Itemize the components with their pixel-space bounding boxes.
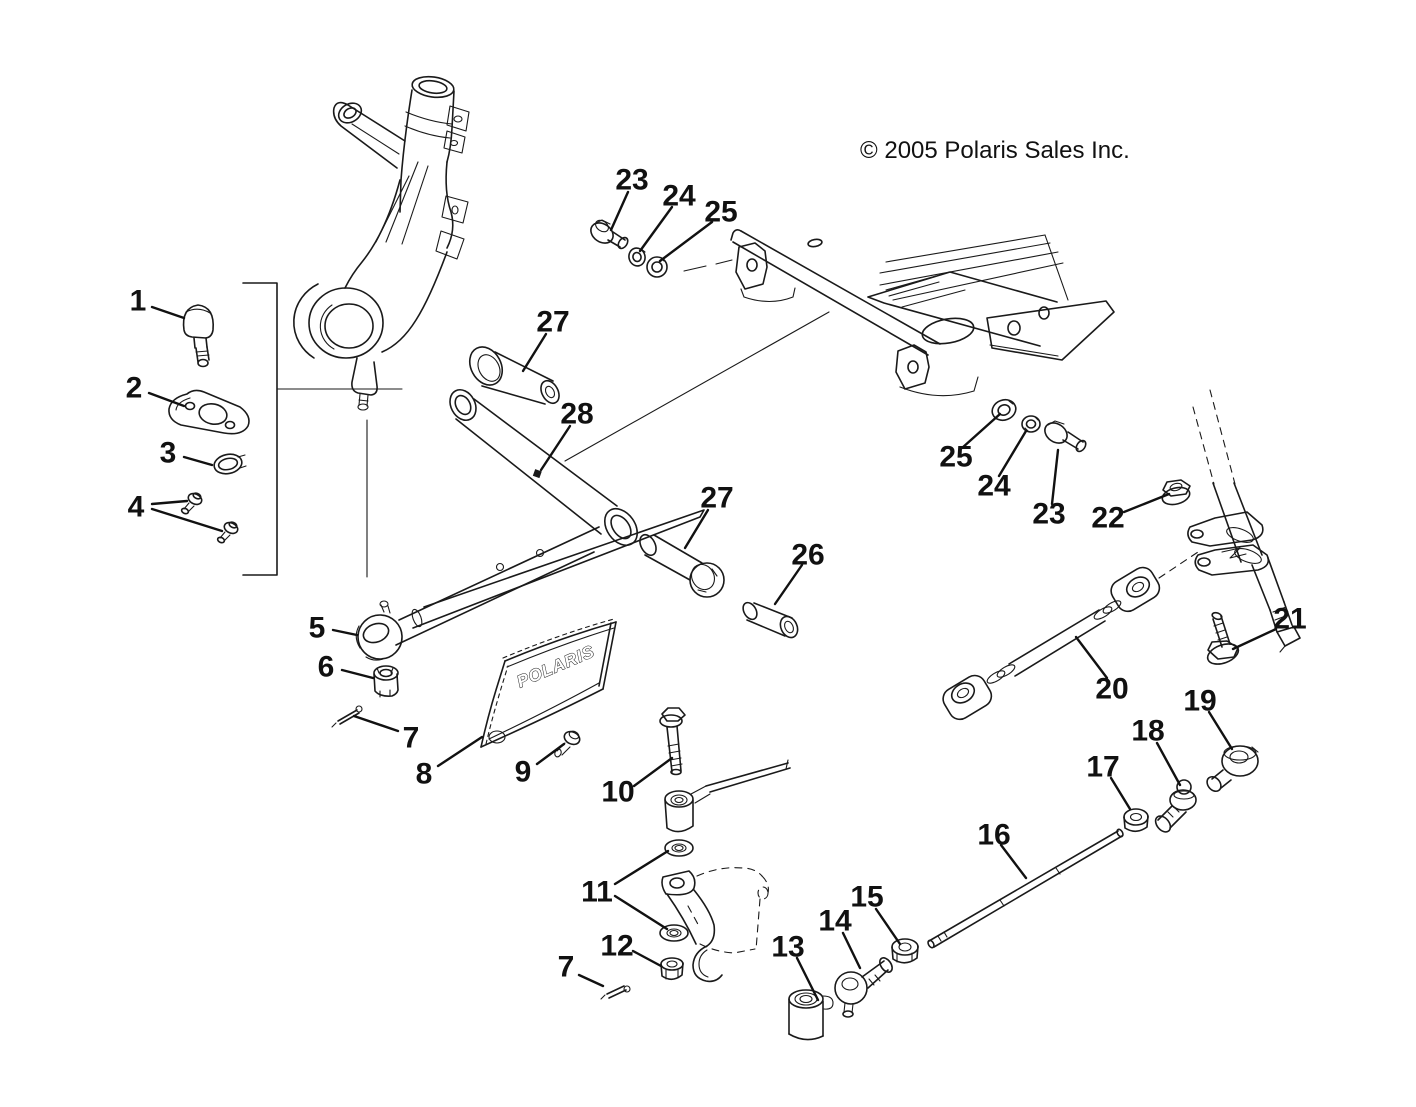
leader-line-17	[1109, 776, 1132, 811]
callout-label-23: 23	[615, 164, 648, 197]
leader-line-4	[150, 499, 189, 506]
leader-line-26	[773, 563, 804, 606]
leader-line-5	[331, 628, 359, 637]
frame-bolt-washers-right	[991, 398, 1191, 506]
drag-link-drawing	[942, 566, 1240, 721]
callout-label-1: 1	[130, 285, 147, 318]
frame-cross-member	[730, 229, 1115, 397]
callout-label-24: 24	[662, 180, 696, 213]
leader-line-27	[683, 508, 710, 550]
callout-label-21: 21	[1273, 603, 1306, 636]
leader-line-9	[535, 742, 566, 766]
copyright-text: © 2005 Polaris Sales Inc.	[860, 137, 1130, 164]
leader-line-7	[577, 973, 605, 988]
idler-mount-drawing	[600, 707, 791, 1000]
callout-label-23: 23	[1032, 498, 1065, 531]
callout-label-5: 5	[309, 612, 326, 645]
callout-label-3: 3	[160, 437, 177, 470]
steering-column-drawing	[1158, 389, 1301, 653]
a-arm-drawing	[331, 388, 705, 728]
callout-label-26: 26	[791, 539, 824, 572]
leader-line-11	[613, 849, 670, 886]
leader-line-21	[1231, 627, 1278, 651]
leader-line-24	[638, 205, 674, 253]
leader-line-16	[999, 843, 1028, 880]
callout-label-20: 20	[1095, 673, 1128, 706]
leader-line-28	[539, 424, 572, 472]
callout-label-8: 8	[416, 758, 433, 791]
callout-label-25: 25	[939, 441, 972, 474]
leader-line-6	[340, 668, 375, 680]
frame-bolt-washers-top	[590, 219, 668, 278]
leader-line-20	[1074, 635, 1109, 680]
callout-label-22: 22	[1091, 502, 1124, 535]
callout-label-13: 13	[771, 931, 804, 964]
leader-line-11	[613, 894, 669, 931]
callout-label-7: 7	[403, 722, 420, 755]
callout-label-7: 7	[558, 951, 575, 984]
leader-line-25	[658, 220, 714, 263]
callout-label-24: 24	[977, 470, 1011, 503]
callout-label-15: 15	[850, 881, 883, 914]
callout-label-27: 27	[700, 482, 733, 515]
callout-label-2: 2	[126, 372, 143, 405]
callout-label-18: 18	[1131, 715, 1164, 748]
leader-line-8	[436, 735, 484, 768]
leader-line-1	[150, 305, 186, 320]
callout-label-25: 25	[704, 196, 737, 229]
polaris-logo-text: POLARIS	[514, 642, 597, 692]
callout-label-12: 12	[600, 930, 633, 963]
leader-line-19	[1207, 710, 1234, 751]
leader-line-14	[841, 931, 862, 970]
leader-line-22	[1122, 492, 1171, 514]
callout-group-bracket	[242, 259, 830, 578]
leader-line-27	[521, 332, 548, 373]
leader-line-23	[609, 190, 630, 232]
callout-label-4: 4	[128, 491, 145, 524]
callout-label-14: 14	[818, 905, 852, 938]
callout-label-19: 19	[1183, 685, 1216, 718]
callout-label-11: 11	[581, 876, 613, 909]
leader-line-10	[632, 756, 674, 788]
leader-line-12	[631, 949, 663, 968]
leader-line-13	[795, 956, 820, 1002]
leader-line-24	[997, 429, 1028, 478]
leader-line-3	[182, 455, 214, 467]
a-arm-guard-drawing: POLARIS	[480, 618, 617, 758]
ball-joint-and-hardware	[168, 304, 250, 544]
pivot-bushing-tubes	[468, 346, 799, 639]
leader-line-4	[150, 507, 224, 533]
callout-label-16: 16	[977, 819, 1010, 852]
callout-label-28: 28	[560, 398, 593, 431]
callout-label-9: 9	[515, 756, 532, 789]
tie-rod-drawing	[788, 745, 1259, 1041]
steering-knuckle-drawing	[293, 75, 470, 411]
leader-line-7	[352, 714, 400, 733]
leader-line-2	[147, 391, 186, 408]
leader-line-25	[960, 412, 1002, 450]
leader-line-15	[874, 907, 902, 946]
callout-label-6: 6	[318, 651, 335, 684]
leader-line-23	[1050, 448, 1060, 506]
callout-label-17: 17	[1086, 751, 1119, 784]
callout-label-27: 27	[536, 306, 569, 339]
callout-label-10: 10	[601, 776, 634, 809]
leader-line-18	[1155, 741, 1182, 787]
